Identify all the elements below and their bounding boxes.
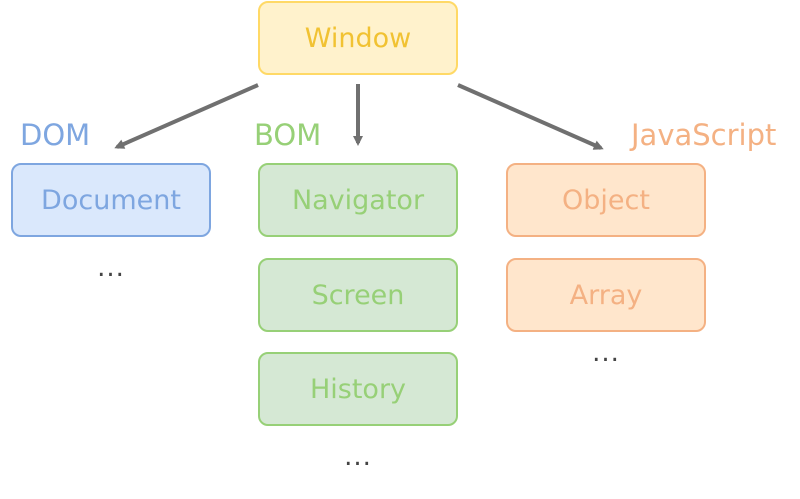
navigator-label: Navigator (291, 184, 425, 216)
javascript-more-ellipsis: ... (592, 338, 620, 368)
dom-group-label: DOM (20, 118, 91, 152)
screen-node: Screen (258, 258, 458, 332)
array-label: Array (569, 279, 643, 311)
array-node: Array (506, 258, 706, 332)
bom-more-ellipsis: ... (344, 442, 372, 472)
document-label: Document (41, 184, 181, 216)
object-label: Object (562, 184, 650, 216)
arrow-to-dom (114, 83, 259, 149)
bom-group-label: BOM (254, 118, 322, 152)
document-node: Document (11, 163, 211, 237)
javascript-group-label: JavaScript (631, 118, 777, 152)
navigator-node: Navigator (258, 163, 458, 237)
arrow-to-javascript (457, 83, 604, 150)
window-node: Window (258, 1, 458, 75)
screen-label: Screen (311, 279, 405, 311)
dom-more-ellipsis: ... (97, 253, 125, 283)
object-node: Object (506, 163, 706, 237)
history-node: History (258, 352, 458, 426)
history-label: History (309, 373, 407, 405)
window-label: Window (304, 22, 412, 54)
